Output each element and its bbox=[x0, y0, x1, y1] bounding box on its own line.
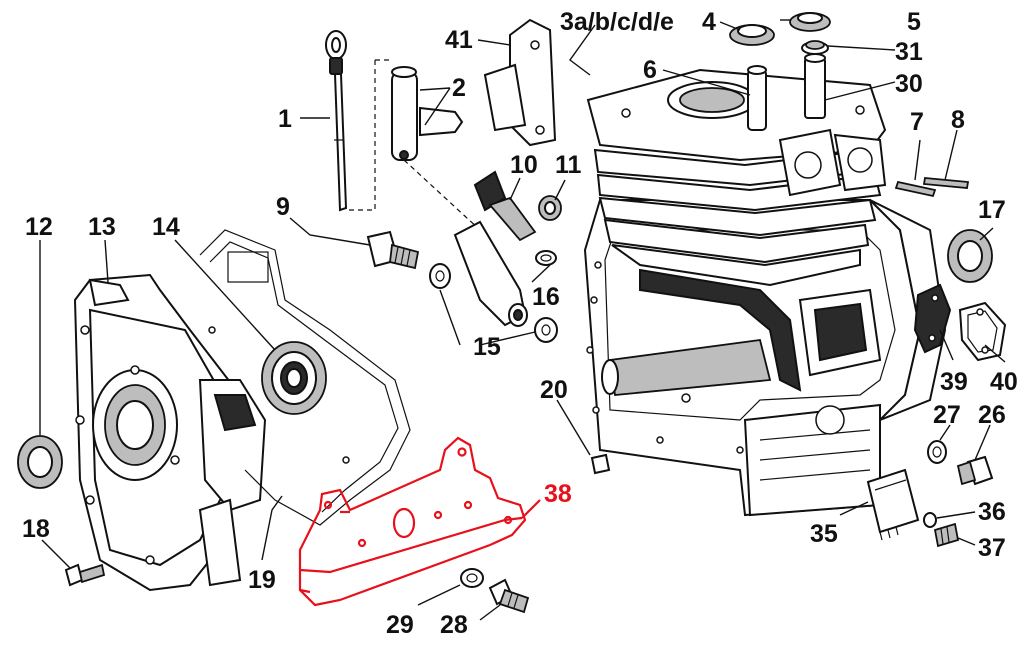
screw-37 bbox=[933, 522, 960, 548]
label-11: 11 bbox=[555, 151, 582, 179]
bolt-28 bbox=[488, 578, 530, 614]
gasket bbox=[199, 229, 411, 526]
label-20: 20 bbox=[540, 376, 568, 404]
label-41: 41 bbox=[445, 26, 473, 54]
dowel-20 bbox=[590, 453, 611, 475]
plate-39 bbox=[913, 283, 952, 354]
dipstick-1 bbox=[325, 30, 348, 212]
bolt-9 bbox=[366, 230, 420, 270]
leader-lines bbox=[39, 19, 1006, 621]
label-10: 10 bbox=[510, 151, 538, 179]
washer-15b bbox=[534, 317, 558, 343]
tube-2 bbox=[391, 66, 464, 161]
stud-6 bbox=[747, 65, 767, 131]
washer-36 bbox=[923, 512, 937, 528]
label-14: 14 bbox=[152, 213, 180, 241]
cylinder-head bbox=[586, 68, 887, 287]
plug-10 bbox=[473, 170, 537, 242]
label-27: 27 bbox=[933, 401, 961, 429]
bracket-41 bbox=[483, 18, 557, 147]
label-1: 1 bbox=[278, 105, 292, 133]
breather-pipe bbox=[453, 220, 528, 327]
label-12: 12 bbox=[25, 213, 53, 241]
cover-40 bbox=[958, 301, 1007, 362]
label-26: 26 bbox=[978, 401, 1006, 429]
label-29: 29 bbox=[386, 611, 414, 639]
label-4: 4 bbox=[702, 8, 716, 36]
label-35: 35 bbox=[810, 520, 838, 548]
seal-17 bbox=[947, 229, 993, 283]
label-16: 16 bbox=[532, 283, 560, 311]
label-36: 36 bbox=[978, 498, 1006, 526]
dashed-bracket bbox=[346, 60, 376, 211]
screw-18 bbox=[64, 563, 106, 587]
o-ring-16 bbox=[535, 250, 557, 266]
washer-15a bbox=[429, 263, 451, 289]
seal-4 bbox=[729, 24, 775, 46]
plug-26 bbox=[956, 455, 994, 486]
label-31: 31 bbox=[895, 38, 923, 66]
seal-5 bbox=[789, 12, 831, 32]
bearing-14 bbox=[261, 341, 327, 415]
label-7: 7 bbox=[910, 108, 924, 136]
label-28: 28 bbox=[440, 611, 468, 639]
bracket-38-highlight bbox=[298, 436, 527, 607]
label-38: 38 bbox=[544, 480, 572, 508]
label-39: 39 bbox=[940, 368, 968, 396]
side-cover-13 bbox=[73, 273, 267, 592]
label-19: 19 bbox=[248, 566, 276, 594]
label-13: 13 bbox=[88, 213, 116, 241]
crankcase-block bbox=[583, 199, 947, 517]
washer-27 bbox=[927, 440, 947, 464]
label-6: 6 bbox=[643, 56, 657, 84]
label-9: 9 bbox=[276, 193, 290, 221]
part-labels: 1 2 3a/b/c/d/e 4 5 6 7 8 9 10 11 12 13 1… bbox=[22, 8, 1018, 639]
label-37: 37 bbox=[978, 534, 1006, 562]
label-5: 5 bbox=[907, 8, 921, 36]
label-40: 40 bbox=[990, 368, 1018, 396]
plug-11 bbox=[538, 195, 562, 221]
studs-8 bbox=[894, 177, 970, 198]
label-8: 8 bbox=[951, 106, 965, 134]
label-3: 3a/b/c/d/e bbox=[560, 8, 674, 36]
module-35 bbox=[866, 468, 920, 541]
label-18: 18 bbox=[22, 515, 50, 543]
washer-31 bbox=[801, 40, 829, 55]
label-30: 30 bbox=[895, 70, 923, 98]
seal-12 bbox=[17, 435, 63, 489]
label-15: 15 bbox=[473, 333, 501, 361]
label-2: 2 bbox=[452, 74, 466, 102]
washer-29 bbox=[460, 568, 484, 588]
sleeve-30 bbox=[804, 53, 826, 119]
label-17: 17 bbox=[978, 196, 1006, 224]
dashed-lead bbox=[403, 159, 481, 231]
